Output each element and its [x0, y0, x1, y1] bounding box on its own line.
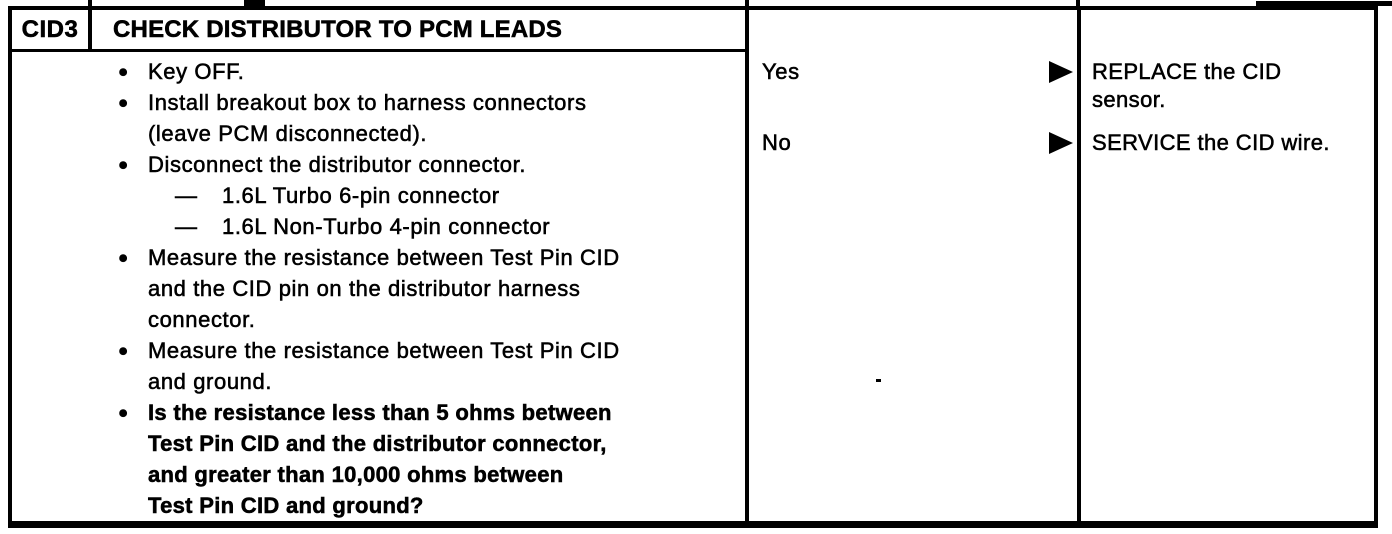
instruction-line: and greater than 10,000 ohms between: [148, 462, 564, 488]
scan-artifact: [1076, 0, 1080, 9]
instruction-item: ● Measure the resistance between Test Pi…: [118, 242, 745, 335]
instruction-line: connector.: [148, 307, 256, 333]
bullet-icon: ●: [118, 248, 129, 268]
instruction-line: Measure the resistance between Test Pin …: [148, 245, 620, 271]
bullet-icon: ●: [118, 341, 129, 361]
action-row-no: SERVICE the CID wire.: [1081, 129, 1374, 157]
dash-icon: —: [175, 183, 198, 209]
test-step-header: CID3 CHECK DISTRIBUTOR TO PCM LEADS: [12, 10, 745, 52]
instruction-question: ● Is the resistance less than 5 ohms bet…: [118, 397, 745, 521]
result-arrow-icon: [1049, 61, 1073, 83]
instruction-line: Test Pin CID and ground?: [148, 493, 424, 519]
pinpoint-test-table: CID3 CHECK DISTRIBUTOR TO PCM LEADS ● Ke…: [8, 6, 1378, 528]
action-column: REPLACE the CID sensor. SERVICE the CID …: [1081, 10, 1374, 521]
result-label: No: [762, 130, 792, 156]
instruction-subitem: — 1.6L Turbo 6-pin connector: [118, 180, 745, 211]
instruction-item: ● Install breakout box to harness connec…: [118, 87, 745, 149]
result-column: Yes No: [749, 10, 1081, 521]
action-line: SERVICE the CID wire.: [1092, 130, 1330, 156]
action-line: sensor.: [1092, 87, 1166, 113]
test-step-title: CHECK DISTRIBUTOR TO PCM LEADS: [113, 15, 563, 43]
action-line: REPLACE the CID: [1092, 59, 1282, 85]
dash-icon: —: [175, 214, 198, 240]
instruction-subitem: — 1.6L Non-Turbo 4-pin connector: [118, 211, 745, 242]
instruction-line: and ground.: [148, 369, 273, 395]
instruction-line: Key OFF.: [148, 59, 245, 85]
instruction-line: Test Pin CID and the distributor connect…: [148, 431, 607, 457]
instruction-list: ● Key OFF. ● Install breakout box to har…: [12, 52, 745, 521]
instruction-line: Install breakout box to harness connecto…: [148, 90, 587, 116]
result-row-yes: Yes: [749, 58, 1077, 86]
bullet-icon: ●: [118, 155, 129, 175]
instruction-item: ● Key OFF.: [118, 56, 745, 87]
result-label: Yes: [762, 59, 800, 85]
scan-artifact: [745, 0, 749, 8]
bullet-icon: ●: [118, 93, 129, 113]
test-step-id: CID3: [12, 10, 92, 49]
instruction-item: ● Measure the resistance between Test Pi…: [118, 335, 745, 397]
bullet-icon: ●: [118, 62, 129, 82]
action-row-yes: REPLACE the CID sensor.: [1081, 58, 1374, 114]
scan-artifact: [1256, 1, 1392, 6]
result-row-no: No: [749, 129, 1077, 157]
instruction-line: Disconnect the distributor connector.: [148, 152, 527, 178]
scan-artifact: [876, 379, 881, 382]
scan-artifact: [88, 0, 92, 8]
instruction-line: 1.6L Non-Turbo 4-pin connector: [222, 214, 551, 240]
instruction-line: (leave PCM disconnected).: [148, 121, 428, 147]
instruction-column: CID3 CHECK DISTRIBUTOR TO PCM LEADS ● Ke…: [12, 10, 749, 521]
instruction-item: ● Disconnect the distributor connector.: [118, 149, 745, 180]
bullet-icon: ●: [118, 403, 129, 423]
instruction-line: 1.6L Turbo 6-pin connector: [222, 183, 500, 209]
scan-artifact: [244, 0, 265, 6]
instruction-line: Is the resistance less than 5 ohms betwe…: [148, 400, 612, 426]
instruction-line: and the CID pin on the distributor harne…: [148, 276, 581, 302]
result-arrow-icon: [1049, 132, 1073, 154]
instruction-line: Measure the resistance between Test Pin …: [148, 338, 620, 364]
